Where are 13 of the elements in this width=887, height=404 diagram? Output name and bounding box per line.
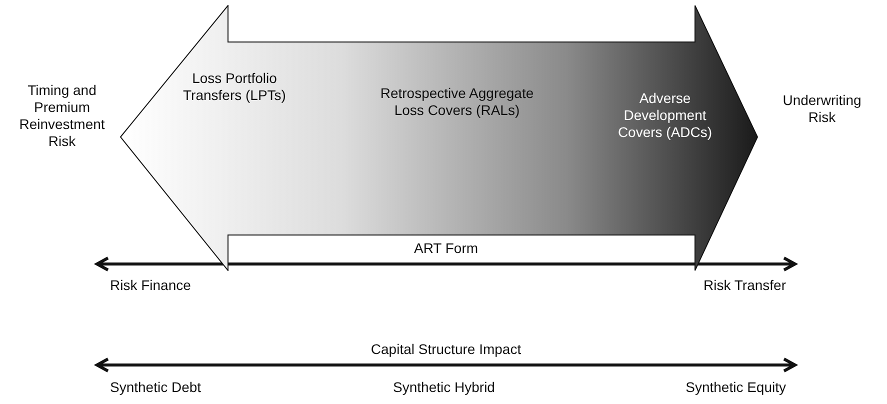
scale-end-label: Risk Transfer — [704, 277, 786, 293]
scale-end-label: Synthetic Equity — [686, 379, 786, 395]
double-arrow-band — [120, 5, 758, 271]
scale-end-label: Risk Finance — [110, 277, 191, 293]
scale-title: Capital Structure Impact — [370, 341, 522, 357]
risk-label: Underwriting Risk — [782, 92, 862, 126]
scale-title: ART Form — [414, 240, 478, 256]
scale-end-label: Synthetic Hybrid — [393, 379, 495, 395]
risk-label: Timing and Premium Reinvestment Risk — [18, 82, 106, 150]
arrow-text: Loss Portfolio Transfers (LPTs) — [182, 70, 287, 104]
arrow-text: Retrospective Aggregate Loss Covers (RALs) — [379, 85, 535, 119]
scale-end-label: Synthetic Debt — [110, 379, 202, 395]
arrow-text: Adverse Development Covers (ADCs) — [616, 90, 714, 141]
